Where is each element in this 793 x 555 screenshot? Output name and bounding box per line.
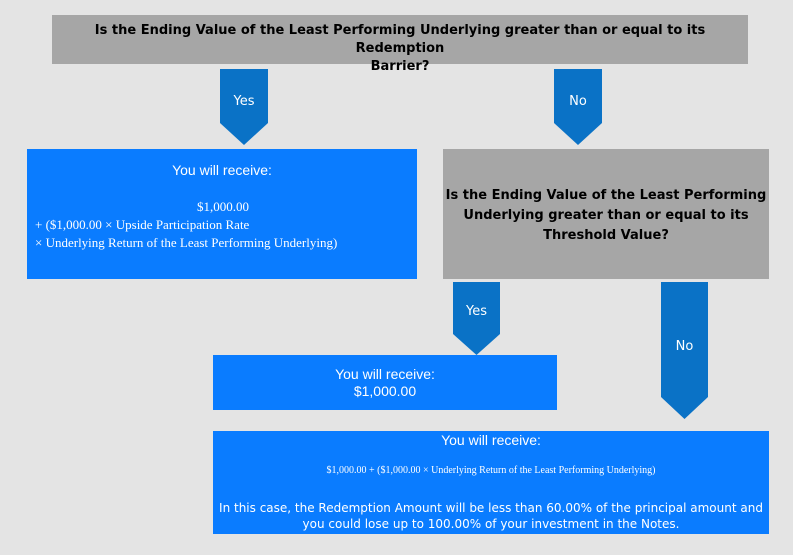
- yes-arrow-1: Yes: [220, 69, 268, 145]
- top-question-line1: Is the Ending Value of the Least Perform…: [94, 23, 706, 56]
- arrow-down-icon: [661, 282, 708, 419]
- arrow-down-icon: [453, 282, 500, 355]
- no-label-2: No: [675, 339, 694, 354]
- outcome-formula-line2: × Underlying Return of the Least Perform…: [35, 235, 338, 250]
- no-arrow-1: No: [554, 69, 602, 145]
- outcome-formula-line1: + ($1,000.00 × Upside Participation Rate: [35, 217, 250, 232]
- yes-arrow-2: Yes: [453, 282, 500, 355]
- top-question-line2: Barrier?: [370, 59, 430, 74]
- outcome-formula: $1,000.00 + ($1,000.00 × Underlying Retu…: [326, 465, 656, 476]
- yes-label-1: Yes: [233, 94, 255, 109]
- arrow-down-icon: [554, 69, 602, 145]
- outcome-amount: $1,000.00: [353, 383, 417, 399]
- outcome-title: You will receive:: [335, 366, 435, 382]
- outcome-box-threshold: You will receive: $1,000.00: [213, 355, 557, 410]
- outcome-note-line2: you could lose up to 100.00% of your inv…: [302, 517, 680, 531]
- outcome-box-yes: You will receive: $1,000.00 + ($1,000.00…: [27, 149, 417, 279]
- outcome-title: You will receive:: [172, 162, 272, 178]
- second-question-line1: Is the Ending Value of the Least Perform…: [445, 188, 767, 203]
- outcome-box-loss: You will receive: $1,000.00 + ($1,000.00…: [213, 431, 769, 534]
- no-label-1: No: [569, 94, 587, 109]
- outcome-amount: $1,000.00: [197, 199, 249, 214]
- outcome-title: You will receive:: [441, 432, 541, 448]
- outcome-note-line1: In this case, the Redemption Amount will…: [219, 501, 763, 515]
- second-question-box: Is the Ending Value of the Least Perform…: [443, 149, 769, 279]
- arrow-down-icon: [220, 69, 268, 145]
- top-question-box: Is the Ending Value of the Least Perform…: [52, 15, 748, 74]
- second-question-line3: Threshold Value?: [543, 228, 669, 243]
- yes-label-2: Yes: [466, 304, 487, 319]
- second-question-line2: Underlying greater than or equal to its: [463, 208, 749, 223]
- no-arrow-2: No: [661, 282, 708, 419]
